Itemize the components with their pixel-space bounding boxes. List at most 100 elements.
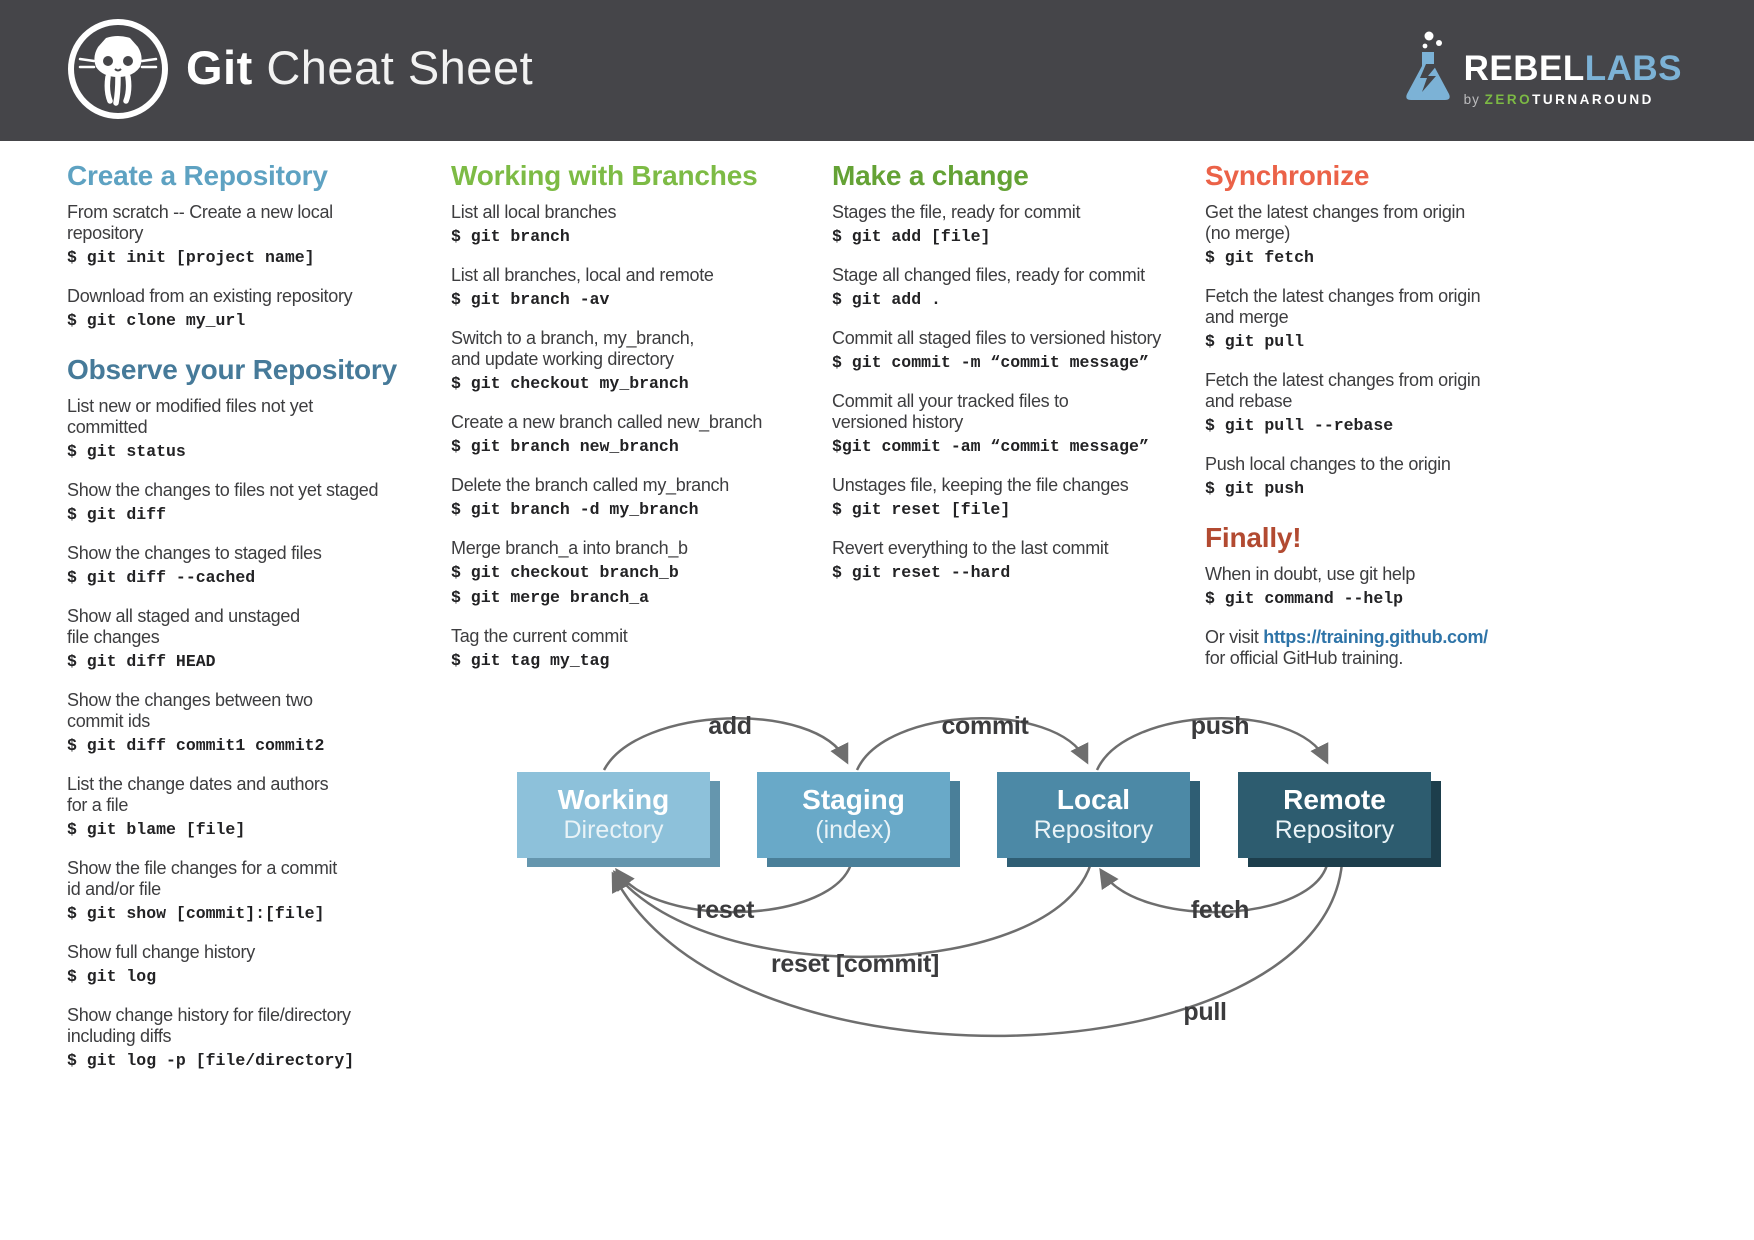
arrow-label-reset-commit: reset [commit]: [770, 950, 940, 978]
command-description: Commit all staged files to versioned his…: [832, 328, 1161, 348]
command-description: Show change history for file/directory i…: [67, 1005, 351, 1046]
command-text: $ git merge branch_a: [451, 588, 650, 607]
command-item: Fetch the latest changes from origin and…: [1205, 286, 1555, 353]
command-text: $ git status: [67, 442, 186, 461]
box-title: Staging: [802, 784, 905, 816]
command-item: Create a new branch called new_branch $ …: [451, 412, 811, 458]
command-item: List new or modified files not yet commi…: [67, 396, 439, 463]
command-description: Fetch the latest changes from origin and…: [1205, 286, 1481, 327]
command-text: $ git log: [67, 967, 157, 986]
command-text: $ git init [project name]: [67, 248, 315, 267]
command-text: $ git branch new_branch: [451, 437, 679, 456]
page-title-cheat-sheet: Cheat Sheet: [252, 41, 534, 94]
command-text: $ git diff commit1 commit2: [67, 736, 325, 755]
column-create-observe: Create a Repository From scratch -- Crea…: [67, 160, 439, 1089]
command-item: Download from an existing repository $ g…: [67, 286, 439, 332]
command-text: $ git branch: [451, 227, 570, 246]
command-item: List all local branches $ git branch: [451, 202, 811, 248]
diagram-box-remote-repository: Remote Repository: [1238, 772, 1441, 867]
page-title: Git Cheat Sheet: [186, 40, 533, 95]
command-description: Show the changes to staged files: [67, 543, 322, 563]
command-description: Show the changes between two commit ids: [67, 690, 313, 731]
training-link[interactable]: https://training.github.com/: [1263, 627, 1488, 647]
box-face: Local Repository: [997, 772, 1190, 858]
section-title-create-repository: Create a Repository: [67, 160, 328, 191]
command-text: $ git diff: [67, 505, 167, 524]
box-subtitle: Directory: [563, 816, 664, 845]
command-description: Switch to a branch, my_branch, and updat…: [451, 328, 695, 369]
command-item: List the change dates and authors for a …: [67, 774, 439, 841]
command-description: From scratch -- Create a new local repos…: [67, 202, 333, 243]
rebellabs-logo: REBELLABS by ZEROTURNAROUND: [1402, 30, 1682, 106]
diagram-box-working-directory: Working Directory: [517, 772, 720, 867]
arrow-pull: [611, 862, 1344, 1038]
command-item: List all branches, local and remote $ gi…: [451, 265, 811, 311]
command-item: Or visit https://training.github.com/ fo…: [1205, 627, 1555, 669]
brand-rebel: REBEL: [1463, 48, 1585, 88]
page-title-git: Git: [186, 41, 253, 94]
box-title: Local: [1056, 784, 1131, 816]
section-title-synchronize: Synchronize: [1205, 160, 1370, 191]
box-title: Working: [557, 784, 670, 816]
command-text: $ git pull: [1205, 332, 1305, 351]
command-text: $ git pull --rebase: [1205, 416, 1394, 435]
command-item: Commit all your tracked files to version…: [832, 391, 1200, 458]
arrow-commit: [855, 717, 1089, 771]
diagram-box-local-repository: Local Repository: [997, 772, 1200, 867]
brand-text: REBELLABS by ZEROTURNAROUND: [1464, 51, 1682, 107]
header-bar: Git Cheat Sheet REBELLABS by ZEROTURNARO…: [0, 0, 1754, 141]
command-item: Show the changes between two commit ids …: [67, 690, 439, 757]
command-description: List the change dates and authors for a …: [67, 774, 329, 815]
command-item: From scratch -- Create a new local repos…: [67, 202, 439, 269]
command-text: $ git branch -av: [451, 290, 610, 309]
command-text: $ git reset [file]: [832, 500, 1011, 519]
command-description: Merge branch_a into branch_b: [451, 538, 688, 558]
flask-icon: [1405, 31, 1450, 100]
command-item: Merge branch_a into branch_b $ git check…: [451, 538, 811, 609]
command-description: Show the file changes for a commit id an…: [67, 858, 337, 899]
command-text: $ git add .: [832, 290, 941, 309]
octocat-icon: [66, 17, 170, 121]
command-text: $ git fetch: [1205, 248, 1314, 267]
section-title-observe-repository: Observe your Repository: [67, 354, 397, 385]
arrow-fetch: [1099, 860, 1330, 914]
command-description: Revert everything to the last commit: [832, 538, 1109, 558]
git-flow-diagram: add commit push reset fetch reset [commi…: [490, 680, 1490, 1200]
command-description: Push local changes to the origin: [1205, 454, 1451, 474]
command-text: $ git checkout my_branch: [451, 374, 689, 393]
brand-zero: ZERO: [1484, 91, 1533, 107]
command-item: Delete the branch called my_branch $ git…: [451, 475, 811, 521]
command-text: $ git clone my_url: [67, 311, 246, 330]
arrow-label-push: push: [1190, 712, 1250, 740]
command-text: $ git add [file]: [832, 227, 991, 246]
arrow-add: [602, 717, 849, 771]
section-title-finally: Finally!: [1205, 522, 1302, 553]
command-item: Revert everything to the last commit $ g…: [832, 538, 1200, 584]
command-description: Get the latest changes from origin (no m…: [1205, 202, 1465, 243]
command-text: $git commit -am “commit message”: [832, 437, 1149, 456]
command-item: Show all staged and unstaged file change…: [67, 606, 439, 673]
command-item: Show the changes to staged files $ git d…: [67, 543, 439, 589]
brand-by: by: [1463, 91, 1485, 107]
command-text: $ git push: [1205, 479, 1305, 498]
command-item: Show the changes to files not yet staged…: [67, 480, 439, 526]
command-text: $ git commit -m “commit message”: [832, 353, 1149, 372]
command-item: Push local changes to the origin $ git p…: [1205, 454, 1555, 500]
command-description: Tag the current commit: [451, 626, 628, 646]
command-text: $ git command --help: [1205, 589, 1404, 608]
command-item: Get the latest changes from origin (no m…: [1205, 202, 1555, 269]
command-text: $ git blame [file]: [67, 820, 246, 839]
column-synchronize-finally: Synchronize Get the latest changes from …: [1205, 160, 1555, 686]
command-description: List new or modified files not yet commi…: [67, 396, 313, 437]
arrow-label-fetch: fetch: [1190, 896, 1250, 924]
arrow-label-pull: pull: [1183, 998, 1227, 1026]
command-description: Stage all changed files, ready for commi…: [832, 265, 1145, 285]
command-text: $ git log -p [file/directory]: [67, 1051, 355, 1070]
box-title: Remote: [1283, 784, 1386, 816]
command-description: List all branches, local and remote: [451, 265, 714, 285]
brand-name: REBELLABS: [1464, 51, 1682, 86]
brand-labs: LABS: [1584, 48, 1682, 88]
link-prefix: Or visit: [1205, 627, 1264, 647]
arrow-reset: [615, 860, 854, 914]
